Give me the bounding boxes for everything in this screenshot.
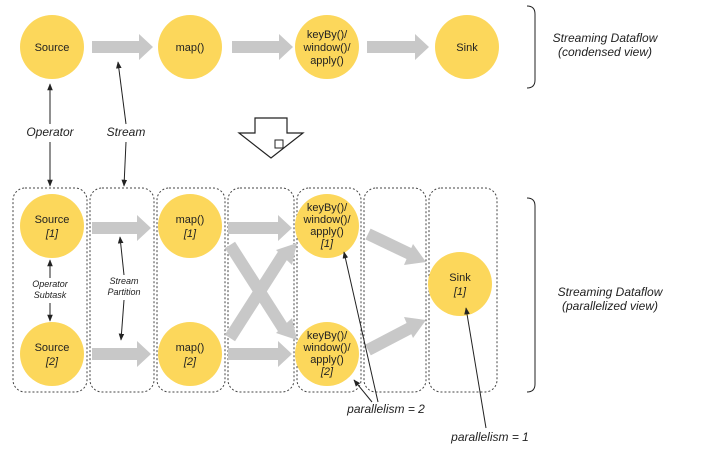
stream-partition-label-2: Partition: [107, 287, 140, 297]
condensed-node-sink: [435, 15, 499, 79]
parallel-source-1-label: Source: [35, 214, 70, 226]
parallel-arrow-keyby2-sink-shaft: [365, 321, 415, 356]
parallel-cross-arrow-down-head: [276, 318, 297, 340]
parallel-bracket: [526, 197, 536, 393]
stream-partition-arrow-up: [117, 236, 125, 276]
parallel-keyby-2-label-1: keyBy()/: [307, 330, 348, 342]
parallel-node-keyby-1: [295, 194, 359, 258]
parallel-source-2-sub: [2]: [45, 356, 59, 368]
condensed-node-map-label: map(): [176, 42, 205, 54]
parallel-side-label-2: (parallelized view): [562, 299, 658, 313]
parallel-keyby-1-label-3: apply(): [310, 226, 344, 238]
parallelism-2-label: parallelism = 2: [346, 402, 425, 416]
parallel-node-source-2: [20, 322, 84, 386]
condensed-node-source: [20, 15, 84, 79]
parallel-cross-arrow-up-shaft: [224, 251, 289, 342]
parallel-arrow-source2-map2: [92, 341, 151, 367]
subtask-box-2: [89, 187, 155, 393]
condensed-node-keyby-label-2: window()/: [302, 42, 351, 54]
parallelism-2-arrow-b: [353, 379, 373, 403]
condensed-stream-arrow-2: [232, 34, 293, 60]
condensed-side-label-2: (condensed view): [558, 45, 652, 59]
parallel-arrow-keyby1-sink-shaft: [365, 228, 415, 261]
parallel-keyby-1-sub: [1]: [320, 238, 334, 250]
parallel-keyby-2-label-2: window()/: [302, 342, 351, 354]
condensed-node-sink-label: Sink: [456, 42, 478, 54]
parallel-arrow-source1-map1: [92, 215, 151, 241]
condensed-node-keyby-label-1: keyBy()/: [307, 29, 348, 41]
parallel-source-1-sub: [1]: [45, 228, 59, 240]
parallel-node-map-2: [158, 322, 222, 386]
parallel-keyby-2-sub: [2]: [320, 366, 334, 378]
stream-arrow-up: [116, 61, 127, 125]
parallel-side-label-1: Streaming Dataflow: [558, 285, 664, 299]
parallel-source-2-label: Source: [35, 342, 70, 354]
parallel-node-map-1: [158, 194, 222, 258]
parallel-view: Source [1] Source [2] map() [1] map() [2…: [12, 187, 664, 444]
parallel-sink-sub: [1]: [453, 286, 467, 298]
stream-arrow-down: [121, 141, 128, 187]
condensed-node-map: [158, 15, 222, 79]
condensed-stream-arrow-3: [367, 34, 429, 60]
stream-partition-arrow-down: [118, 299, 125, 341]
stream-partition-label-1: Stream: [109, 276, 139, 286]
stream-label: Stream: [107, 125, 146, 139]
parallel-map-1-sub: [1]: [183, 228, 197, 240]
subtask-box-5: [296, 187, 362, 393]
parallel-node-source-1: [20, 194, 84, 258]
subtask-box-1: [12, 187, 88, 393]
parallel-arrow-keyby2-sink-head: [404, 317, 426, 338]
parallel-map-2-label: map(): [176, 342, 205, 354]
hollow-down-arrow: [237, 117, 305, 159]
condensed-side-label-1: Streaming Dataflow: [553, 31, 659, 45]
hollow-arrow-square: [274, 139, 284, 149]
parallel-keyby-1-label-2: window()/: [302, 214, 351, 226]
operator-subtask-label-2: Subtask: [34, 290, 67, 300]
parallel-sink-label: Sink: [449, 272, 471, 284]
parallel-keyby-1-label-1: keyBy()/: [307, 202, 348, 214]
parallelism-1-label: parallelism = 1: [450, 430, 529, 444]
parallelism-2-arrow-a: [342, 251, 379, 403]
parallel-map-1-label: map(): [176, 214, 205, 226]
parallel-keyby-2-label-3: apply(): [310, 354, 344, 366]
subtask-box-6: [363, 187, 427, 393]
parallel-node-keyby-2: [295, 322, 359, 386]
parallel-cross-arrow-up-head: [276, 243, 297, 265]
parallel-map-2-sub: [2]: [183, 356, 197, 368]
operator-label: Operator: [26, 125, 74, 139]
subtask-box-3: [156, 187, 226, 393]
condensed-node-keyby-label-3: apply(): [310, 55, 344, 67]
transform-arrow: [237, 117, 305, 159]
parallel-arrow-keyby1-sink-head: [404, 244, 426, 265]
parallel-arrow-map2-keyby2: [228, 341, 292, 367]
condensed-bracket: [526, 5, 536, 89]
condensed-stream-arrow-1: [92, 34, 153, 60]
parallelism-1-arrow: [464, 307, 487, 429]
operator-subtask-label-1: Operator: [32, 279, 69, 289]
parallel-node-sink-1: [428, 252, 492, 316]
subtask-box-4: [227, 187, 295, 393]
condensed-node-source-label: Source: [35, 42, 70, 54]
condensed-view: Source map() keyBy()/ window()/ apply() …: [20, 5, 659, 187]
parallel-arrow-map1-keyby1: [228, 215, 292, 241]
condensed-node-keyby: [295, 15, 359, 79]
subtask-box-7: [428, 187, 498, 393]
